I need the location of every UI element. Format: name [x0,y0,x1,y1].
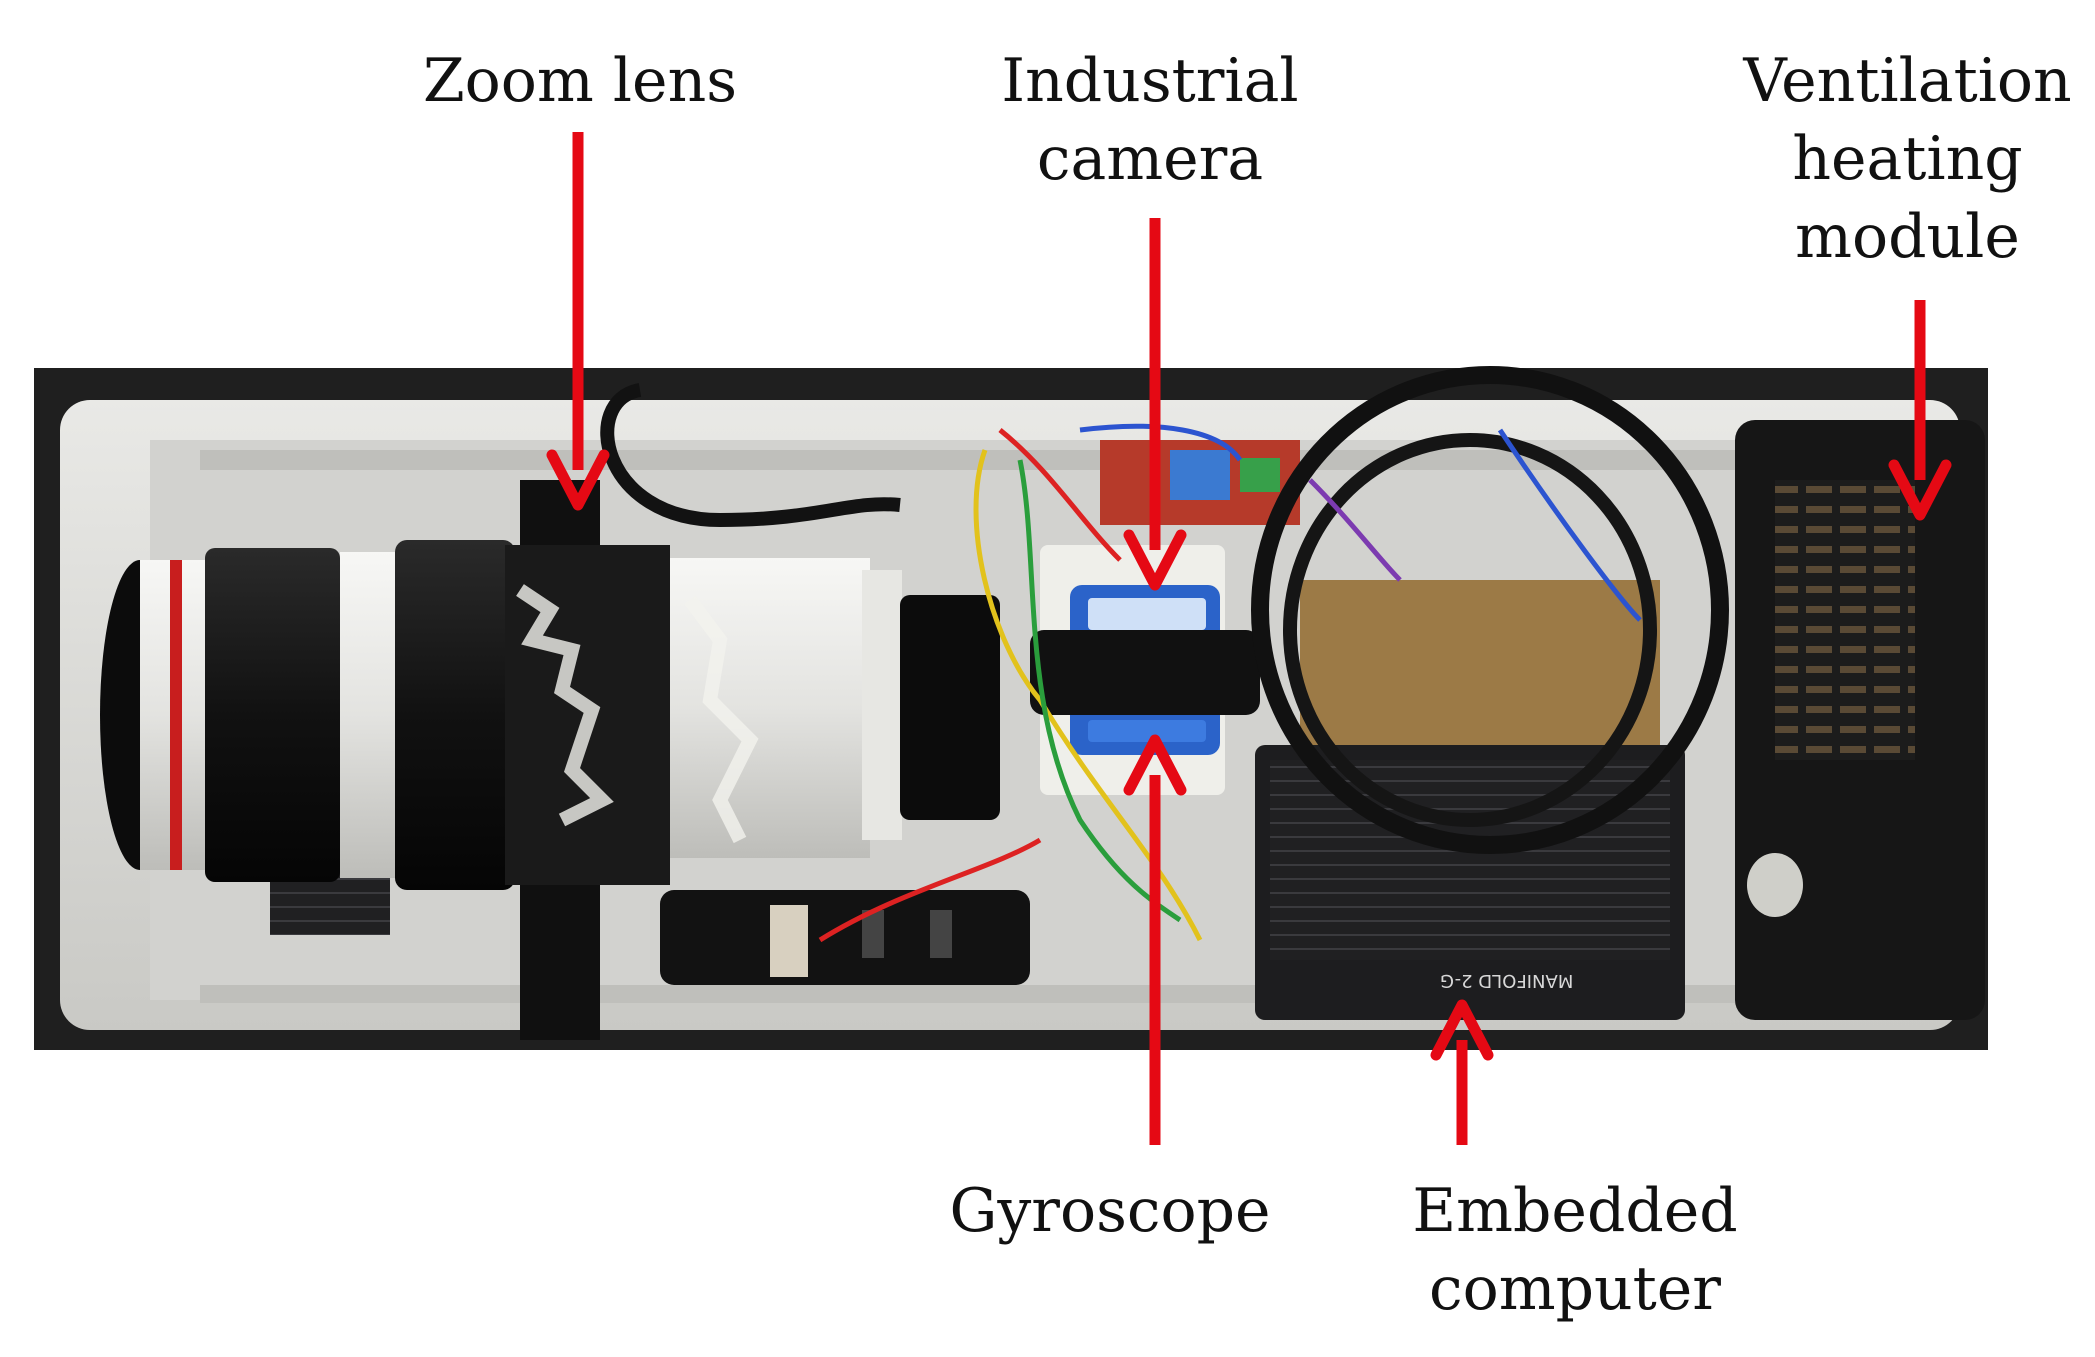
computer-brass-standoffs [1300,580,1660,750]
top-cable [600,383,901,528]
wire-purple [1308,478,1402,582]
usb-port-1 [862,910,884,958]
usb-hub [660,890,1030,985]
lens-zoom-ring [395,540,515,890]
gyroscope-display [1088,598,1206,630]
wire-green [1017,459,1182,923]
lens-mount-ring [862,570,902,840]
gyroscope-device [1030,585,1260,755]
wire-red [818,428,1122,943]
lens-focus-ring [205,548,340,882]
coiled-cable-inner [1283,433,1657,827]
embedded-computer: MANIFOLD 2-G [1255,580,1685,1020]
wire-blue [1079,423,1642,622]
gyroscope-strap [1030,630,1260,715]
label-zoom-lens: Zoom lens [422,46,738,116]
arrow-zoom-lens-head [546,449,610,511]
relay-blue [1170,450,1230,500]
label-embedded-computer: Embedded computer [1412,1176,1738,1324]
arrow-ventilation-head [1888,459,1952,521]
arrow-industrial-camera-head [1123,529,1187,591]
lens-red-ring [170,560,182,870]
heater-fan-label [1747,853,1803,917]
ventilation-heating-module [1735,420,1985,1020]
lens-mid-section [340,552,395,878]
arrow-gyroscope-head [1123,734,1187,796]
label-industrial-camera: Industrial camera [1001,46,1299,194]
lens-adapter [900,595,1000,820]
label-ventilation-heating-module: Ventilation heating module [1743,46,2072,272]
annotation-arrows [546,132,1952,1145]
lens-tape-scuffs [516,584,759,844]
gyroscope-lower-band [1088,720,1206,742]
label-gyroscope: Gyroscope [949,1176,1271,1246]
usb-port-2 [930,910,952,958]
computer-badge: MANIFOLD 2-G [1440,970,1573,991]
coiled-cable-outer [1251,366,1729,854]
usb-adapter-board [770,905,808,977]
zoom-lens [100,540,1000,890]
relay-green-terminal [1240,458,1280,492]
heater-vent-slots [1775,480,1915,760]
arrow-embedded-computer-head [1430,999,1494,1061]
